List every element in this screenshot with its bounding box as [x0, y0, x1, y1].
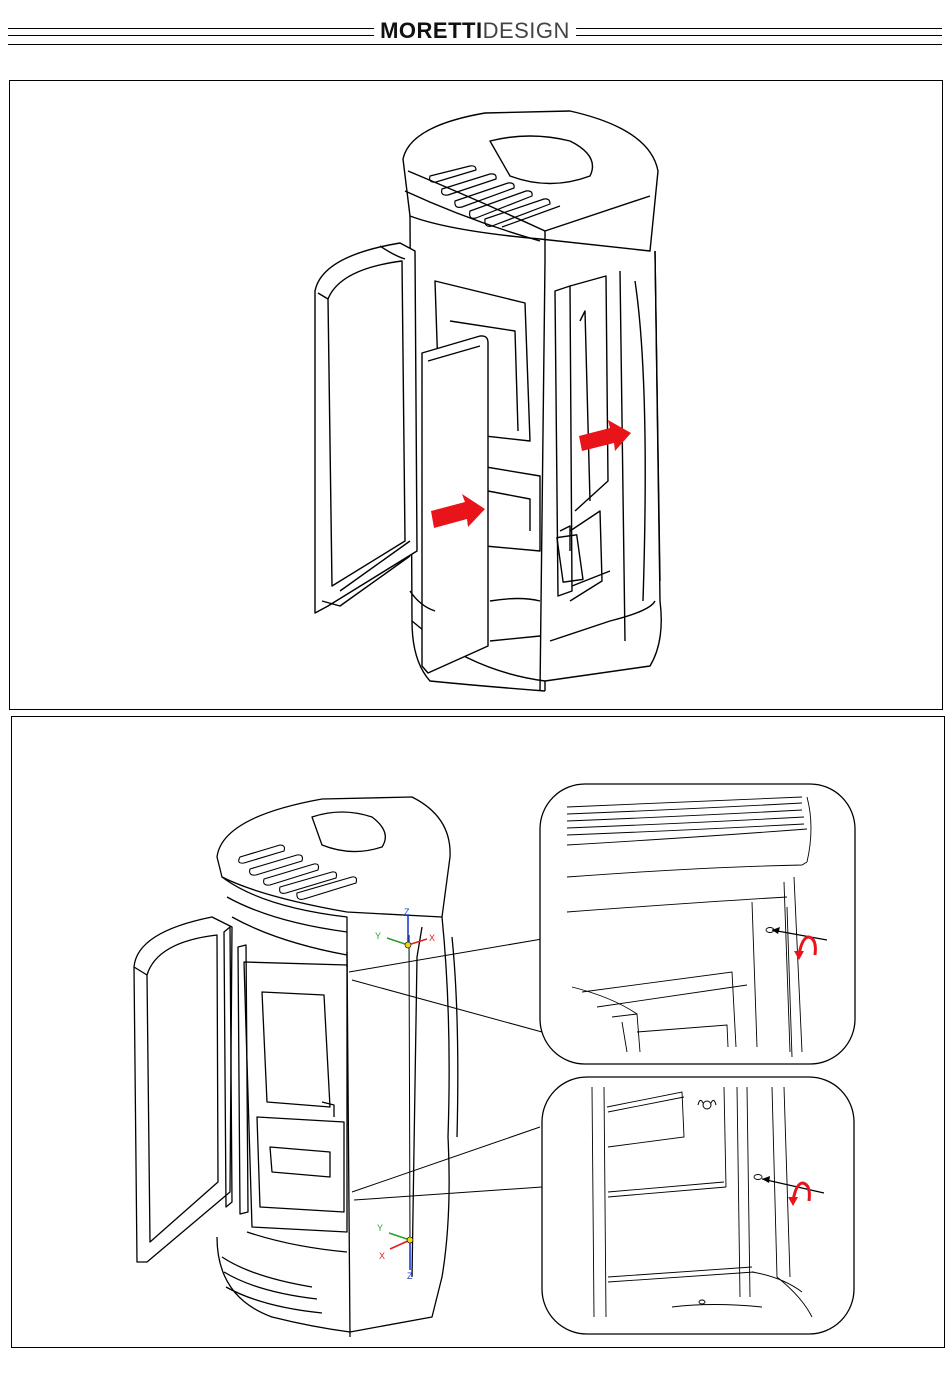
axis-label-x-bottom: X: [379, 1251, 385, 1261]
brand-light-text: DESIGN: [483, 18, 570, 43]
detail-callout-top: [540, 784, 855, 1064]
axis-label-z-top: Z: [404, 907, 410, 917]
page-header: MORETTIDESIGN: [0, 0, 950, 60]
figure-stove-doors-open: [9, 80, 943, 710]
stove-illustration-2: Z Y X Z Y X: [12, 717, 944, 1347]
axis-label-x-top: X: [429, 933, 435, 943]
header-rule-bottom: [8, 44, 942, 45]
detail-callout-bottom: [542, 1077, 854, 1334]
stove-illustration-1: [10, 81, 942, 709]
axis-triad-bottom: Z Y X: [377, 1223, 413, 1281]
axis-label-z-bottom: Z: [407, 1271, 413, 1281]
brand-logo: MORETTIDESIGN: [374, 18, 576, 44]
axis-label-y-top: Y: [375, 931, 381, 941]
brand-bold-text: MORETTI: [380, 18, 483, 43]
figure-stove-screws-detail: Z Y X Z Y X: [11, 716, 945, 1348]
axis-label-y-bottom: Y: [377, 1223, 383, 1233]
